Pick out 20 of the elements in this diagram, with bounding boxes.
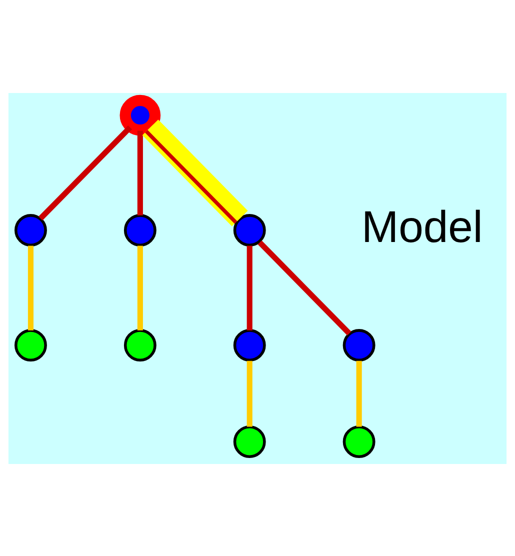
- node-circle: [14, 214, 47, 246]
- connector: [246, 360, 252, 426]
- connector: [258, 240, 352, 335]
- connector: [142, 119, 248, 226]
- connector: [38, 124, 132, 220]
- connector: [28, 245, 34, 330]
- node-circle: [124, 328, 156, 362]
- node-circle: [124, 214, 156, 246]
- connector: [246, 245, 252, 330]
- node-circle: [233, 214, 266, 246]
- node-circle: [233, 425, 266, 458]
- label: Model: [362, 202, 483, 252]
- connector: [137, 245, 143, 330]
- node-circle: [342, 425, 376, 458]
- connector: [137, 130, 143, 215]
- node-circle: [233, 328, 266, 362]
- node-circle: [342, 328, 376, 362]
- connector: [356, 360, 362, 426]
- node-circle: [14, 328, 47, 362]
- node-circle: [120, 94, 161, 136]
